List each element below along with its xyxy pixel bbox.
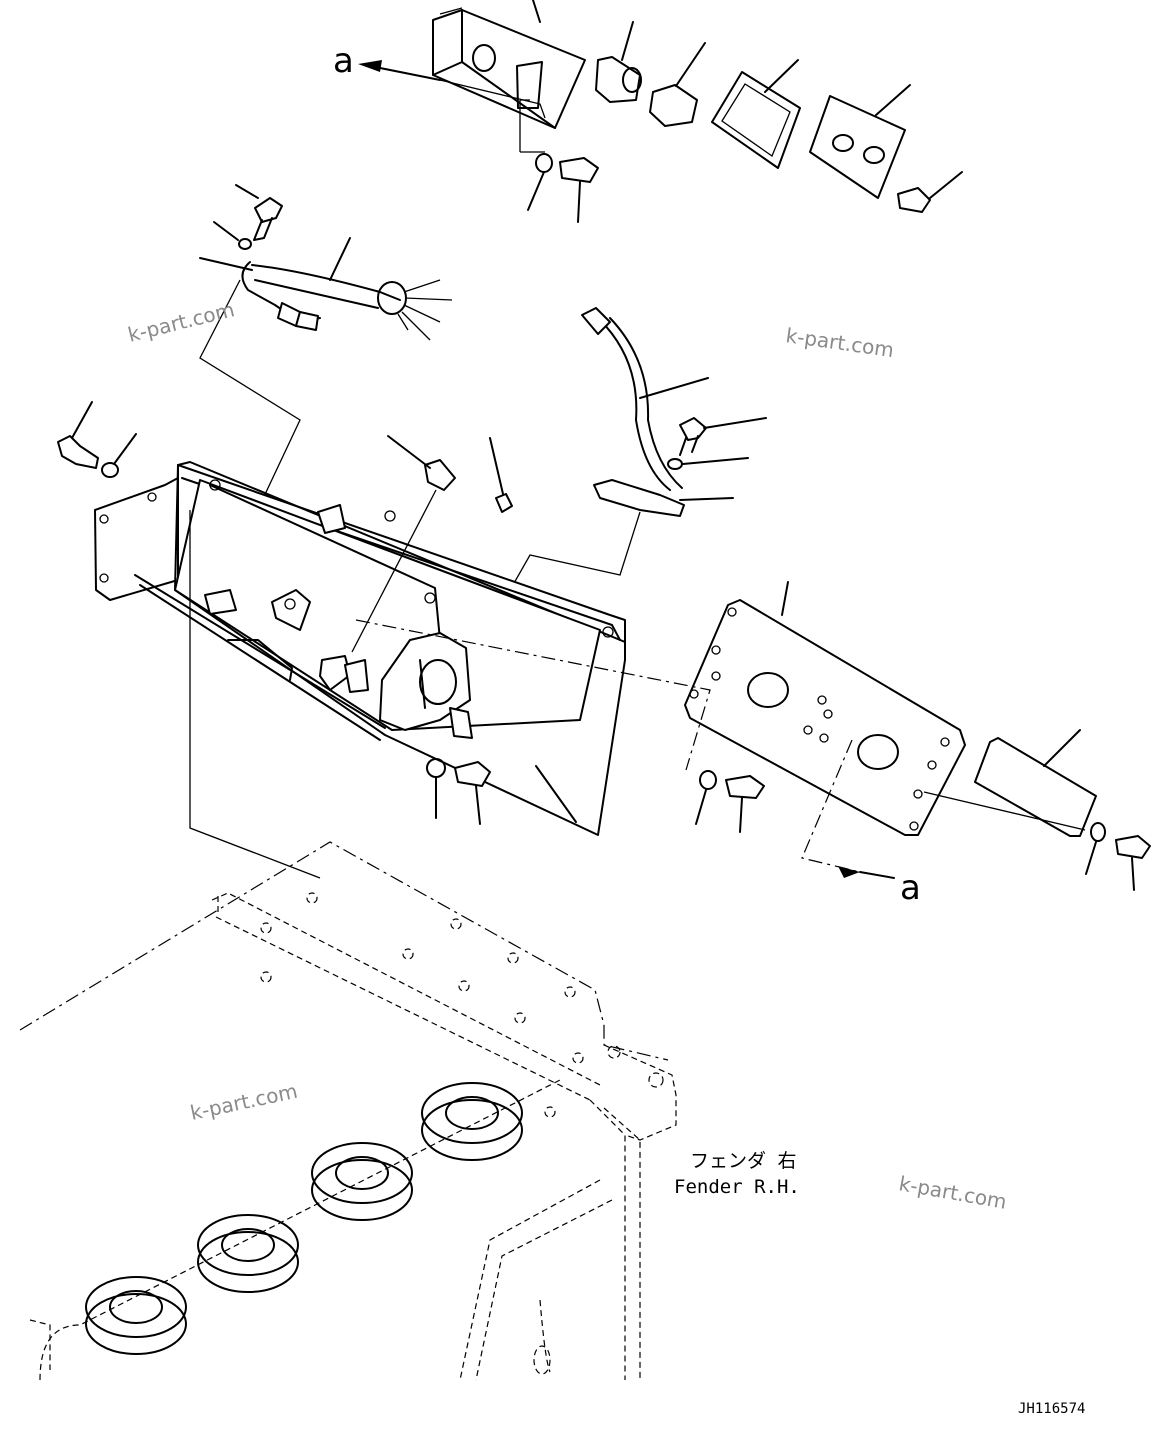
switch-cover-bracket <box>432 0 586 129</box>
right-panel-washer-bolt <box>695 770 765 833</box>
fender-label-jp: フェンダ 右 <box>690 1150 796 1172</box>
box-small-clip <box>489 437 513 513</box>
top-key-switch <box>595 21 642 103</box>
left-harness-bolt <box>213 184 283 250</box>
right-small-cover <box>923 729 1151 891</box>
right-harness-bolt <box>667 417 767 470</box>
top-gasket <box>711 59 801 169</box>
watermark-2: k-part.com <box>784 323 895 362</box>
right-harness <box>434 307 734 723</box>
reference-letter-bottom: a <box>900 868 921 908</box>
box-bottom-washer-bolt <box>426 758 491 825</box>
top-cover-plate <box>809 84 911 199</box>
fender-mount-4 <box>85 1276 187 1355</box>
watermark-4: k-part.com <box>897 1171 1008 1214</box>
main-switch-box <box>94 461 626 879</box>
right-panel-plate <box>684 581 966 836</box>
fender-rh <box>19 841 677 1381</box>
fender-mount-1 <box>421 1082 523 1161</box>
drawing-number: JH116574 <box>1018 1401 1085 1417</box>
top-switch-connector <box>649 42 706 127</box>
top-cover-bolt <box>897 171 963 213</box>
fender-mount-3 <box>197 1214 299 1293</box>
fender-mount-2 <box>311 1142 413 1221</box>
box-left-bolt-washer <box>57 401 137 478</box>
fender-label-en: Fender R.H. <box>674 1176 800 1198</box>
left-harness <box>199 237 453 591</box>
reference-letter-top: a <box>333 41 354 81</box>
watermark-1: k-part.com <box>125 297 236 347</box>
watermark-3: k-part.com <box>188 1079 300 1125</box>
box-small-connector <box>351 435 456 653</box>
